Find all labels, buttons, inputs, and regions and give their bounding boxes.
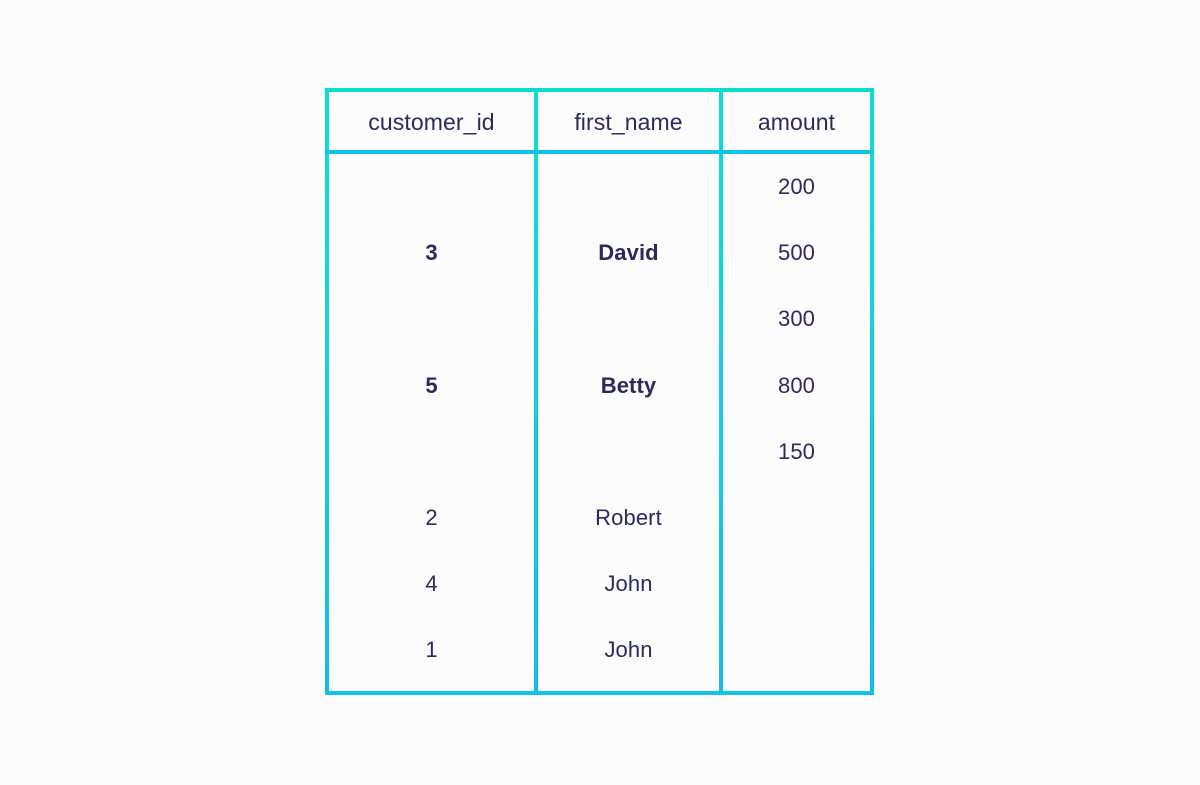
cell-customer-id: 4 <box>425 571 438 596</box>
cell-customer-id: 3 <box>425 240 438 265</box>
cell-customer-id: 1 <box>425 637 438 662</box>
column-header-first-name: first_name <box>574 109 683 135</box>
cell-customer-id: 2 <box>425 505 438 530</box>
column-divider-1 <box>534 88 538 695</box>
cell-amount: 150 <box>777 439 815 464</box>
table-border-right <box>870 88 874 695</box>
table-border-bottom <box>325 691 874 695</box>
cell-first-name: John <box>604 571 653 596</box>
cell-amount: 800 <box>777 373 815 398</box>
cell-amount: 300 <box>777 306 815 331</box>
cell-customer-id: 5 <box>425 373 438 398</box>
cell-amount: 200 <box>777 174 815 199</box>
cell-first-name: John <box>604 637 653 662</box>
table-border-left <box>325 88 329 695</box>
column-header-customer-id: customer_id <box>368 109 495 135</box>
cell-first-name: Robert <box>595 505 662 530</box>
column-divider-2 <box>719 88 723 695</box>
cell-first-name: Betty <box>600 373 657 398</box>
column-header-amount: amount <box>757 109 836 135</box>
table-border-top <box>325 88 874 92</box>
cell-first-name: David <box>598 240 659 265</box>
cell-amount: 500 <box>777 240 815 265</box>
header-bottom-rule <box>325 150 874 154</box>
data-table: customer_id first_name amount 3 5 2 4 1 … <box>325 88 874 695</box>
